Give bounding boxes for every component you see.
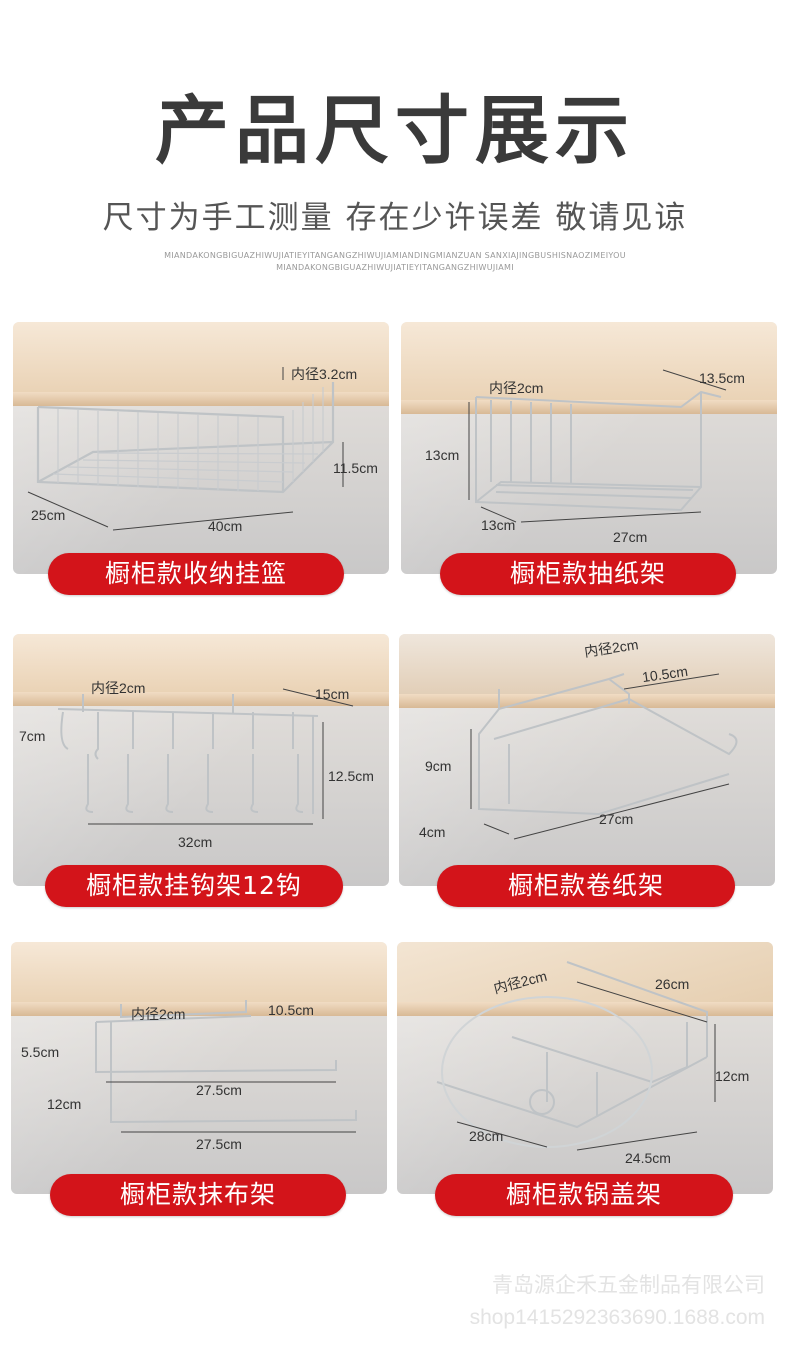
cabinet-shelf bbox=[11, 942, 387, 1002]
dim-label: 内径2cm bbox=[91, 680, 146, 696]
product-card-basket: 内径3.2cm 11.5cm 25cm 40cm bbox=[13, 322, 389, 574]
dim-label: 12cm bbox=[715, 1068, 750, 1084]
cabinet-shelf bbox=[401, 322, 777, 400]
dim-label: 13cm bbox=[481, 517, 516, 533]
dim-label: 5.5cm bbox=[21, 1044, 60, 1060]
cabinet-shelf bbox=[397, 942, 773, 1002]
dim-label: 12cm bbox=[47, 1096, 82, 1112]
dim-label: 15cm bbox=[315, 686, 350, 702]
dim-label: 25cm bbox=[31, 507, 66, 523]
shelf-edge bbox=[11, 1002, 387, 1016]
dim-label: 27cm bbox=[613, 529, 648, 545]
dim-label: 24.5cm bbox=[625, 1150, 671, 1166]
shelf-edge bbox=[399, 694, 775, 708]
pinyin-caption: MIANDAKONGBIGUAZHIWUJIATIEYITANGANGZHIWU… bbox=[0, 250, 790, 274]
product-label-hooks: 橱柜款挂钩架12钩 bbox=[45, 865, 343, 907]
footer-shop-url: shop1415292363690.1688.com bbox=[469, 1306, 765, 1329]
towel-rack-drawing bbox=[95, 1000, 357, 1133]
basket-drawing bbox=[27, 367, 344, 531]
dim-label: 7cm bbox=[19, 728, 46, 744]
page-title: 产品尺寸展示 bbox=[155, 88, 635, 174]
dim-label: 内径2cm bbox=[131, 1006, 186, 1022]
cabinet-shelf bbox=[13, 634, 389, 692]
dim-label: 13cm bbox=[425, 447, 460, 463]
footer-company: 青岛源企禾五金制品有限公司 bbox=[492, 1273, 765, 1297]
dim-label: 40cm bbox=[208, 518, 243, 534]
shelf-edge bbox=[13, 392, 389, 406]
page-subtitle: 尺寸为手工测量 存在少许误差 敬请见谅 bbox=[102, 200, 688, 236]
shelf-edge bbox=[401, 400, 777, 414]
dim-label: 28cm bbox=[469, 1128, 504, 1144]
dim-label: 27.5cm bbox=[196, 1136, 242, 1152]
product-label-lid: 橱柜款锅盖架 bbox=[435, 1174, 733, 1216]
dim-label: 内径3.2cm bbox=[291, 366, 358, 382]
dim-label: 10.5cm bbox=[268, 1002, 314, 1018]
product-card-lid: 内径2cm 26cm 12cm 28cm 24.5cm bbox=[397, 942, 773, 1194]
product-label-towel: 橱柜款抹布架 bbox=[50, 1174, 346, 1216]
dim-label: 12.5cm bbox=[328, 768, 374, 784]
tissue-holder-drawing bbox=[468, 369, 727, 523]
product-label-tissue: 橱柜款抽纸架 bbox=[440, 553, 736, 595]
dim-label: 27cm bbox=[599, 811, 634, 827]
dim-label: 13.5cm bbox=[699, 370, 745, 386]
roll-holder-drawing bbox=[470, 673, 738, 840]
pinyin-line-1: MIANDAKONGBIGUAZHIWUJIATIEYITANGANGZHIWU… bbox=[164, 251, 626, 260]
hook-rack-drawing bbox=[57, 688, 354, 825]
shelf-edge bbox=[397, 1002, 773, 1016]
lid-rack-drawing bbox=[436, 961, 716, 1151]
product-label-basket: 橱柜款收纳挂篮 bbox=[48, 553, 344, 595]
product-card-tissue: 内径2cm 13.5cm 13cm 13cm 27cm bbox=[401, 322, 777, 574]
dim-label: 4cm bbox=[419, 824, 446, 840]
dim-label: 11.5cm bbox=[333, 460, 378, 476]
product-card-towel: 内径2cm 10.5cm 5.5cm 27.5cm 12cm 27.5cm bbox=[11, 942, 387, 1194]
dim-label: 9cm bbox=[425, 758, 452, 774]
dim-label: 内径2cm bbox=[489, 380, 544, 396]
shelf-edge bbox=[13, 692, 389, 706]
dim-label: 27.5cm bbox=[196, 1082, 242, 1098]
cabinet-shelf bbox=[13, 322, 389, 392]
product-label-roll: 橱柜款卷纸架 bbox=[437, 865, 735, 907]
pinyin-line-2: MIANDAKONGBIGUAZHIWUJIATIEYITANGANGZHIWU… bbox=[276, 263, 514, 272]
dim-label: 32cm bbox=[178, 834, 213, 850]
dim-label: 26cm bbox=[655, 976, 690, 992]
product-card-roll: 内径2cm 10.5cm 9cm 4cm 27cm bbox=[399, 634, 775, 886]
product-card-hooks: 内径2cm 15cm 7cm 12.5cm 32cm bbox=[13, 634, 389, 886]
